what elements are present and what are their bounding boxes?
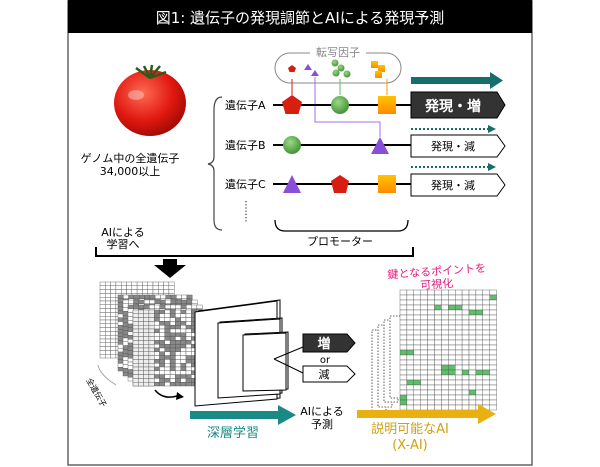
prediction-down-label: 減: [319, 367, 330, 381]
red-pentagon-icon: [331, 175, 349, 193]
transcription-factor-label: 転写因子: [316, 46, 360, 59]
down-arrow-icon: [154, 259, 186, 278]
transcription-factors: [288, 59, 385, 78]
prediction-down-box: [302, 365, 356, 383]
green-circle-icon: [331, 96, 349, 114]
gene-label: 遺伝子C: [225, 177, 266, 191]
binding-arrows: [291, 77, 388, 137]
purple-triangle-icon: [283, 175, 301, 193]
expression-label: 発現・減: [431, 139, 475, 153]
orange-square-icon: [378, 96, 396, 114]
expression-label: 発現・減: [431, 178, 475, 192]
deep-learning-arrow: [190, 405, 296, 425]
green-circle-icon: [283, 136, 301, 154]
gene-count-label: 34,000以上: [100, 165, 161, 178]
gene-row-a: 遺伝子A 発現・増: [225, 91, 506, 119]
grid-matrix: [132, 309, 155, 387]
xai-arrow: [357, 404, 496, 424]
grid-matrix: [399, 289, 497, 411]
ai-prediction-label-1: AIによる: [300, 405, 343, 418]
genes-brace: [207, 96, 223, 231]
prediction-up-box: [302, 333, 356, 353]
xai-abbrev-label: (X-AI): [392, 438, 428, 453]
gene-row-b: 遺伝子B 発現・減: [225, 125, 506, 158]
red-pentagon-icon: [282, 95, 302, 114]
curved-arrow: [154, 389, 178, 398]
prediction-up-label: 増: [317, 336, 330, 352]
neural-network-layers: [194, 299, 304, 407]
promoter-label: プロモーター: [307, 235, 373, 248]
input-bracket: [95, 247, 414, 257]
gene-label: 遺伝子A: [225, 98, 266, 112]
key-points-label-2: 可視化: [420, 276, 454, 292]
purple-triangle-icon: [371, 137, 389, 154]
tomato-image: [114, 64, 186, 136]
orange-square-icon: [378, 175, 396, 193]
figure-title: 図1: 遺伝子の発現調節とAIによる発現予測: [156, 9, 445, 27]
key-points-label-1: 鍵となるポイントを: [387, 261, 486, 282]
title-bar: [68, 0, 532, 33]
deep-learning-label: 深層学習: [207, 425, 259, 441]
expression-label: 発現・増: [424, 98, 481, 115]
genome-label: ゲノム中の全遺伝子: [81, 151, 180, 165]
xai-heatmap: [371, 289, 497, 413]
gene-row-c: 遺伝子C 発現・減: [225, 163, 506, 197]
gene-label: 遺伝子B: [225, 138, 266, 152]
expression-up-arrow: [411, 72, 503, 89]
prediction-or-label: or: [320, 355, 331, 366]
ai-prediction-label-2: 予測: [311, 417, 333, 431]
promoter-brace: [274, 219, 409, 232]
to-ai-label-2: 学習へ: [107, 237, 140, 251]
xai-label: 説明可能なAI: [371, 421, 449, 437]
to-ai-label-1: AIによる: [101, 226, 144, 239]
